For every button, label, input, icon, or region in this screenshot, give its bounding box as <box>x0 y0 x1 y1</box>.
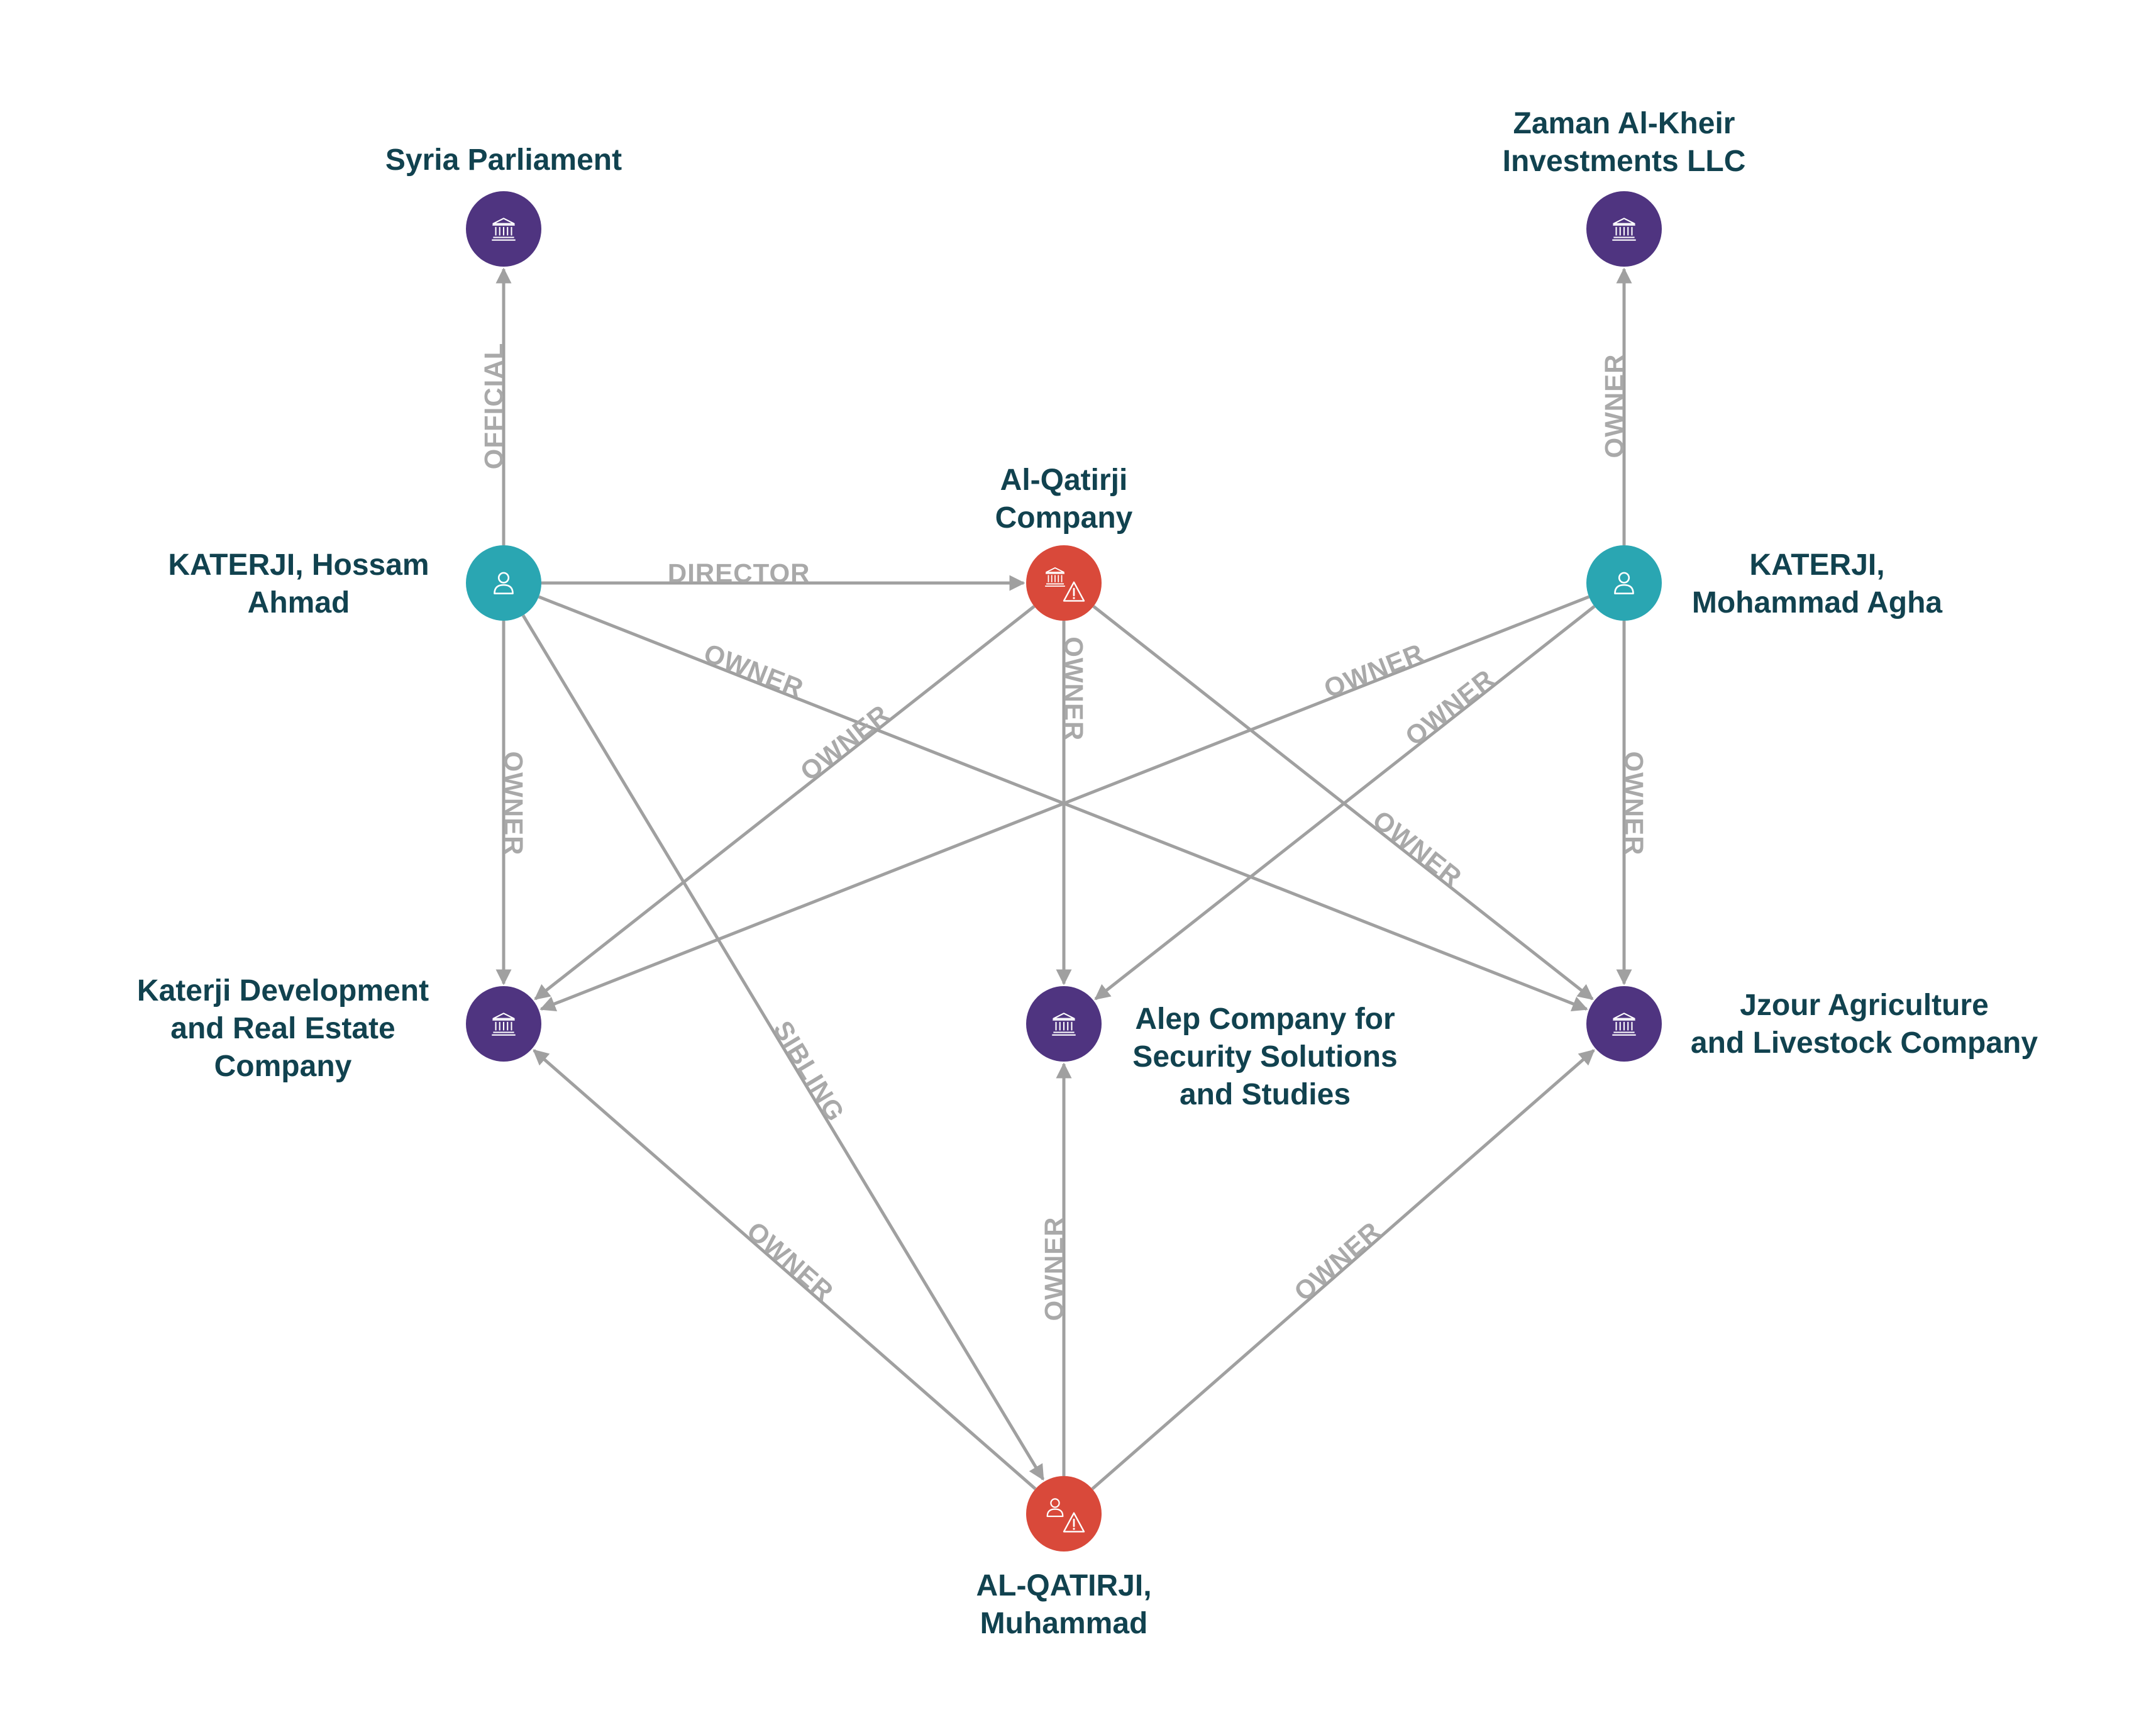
edge-label-owner: OWNER <box>1600 354 1629 458</box>
edge-label-director: DIRECTOR <box>668 558 810 588</box>
edge-hossam-katerji-to-muhammad-al-qatirji <box>521 614 1045 1481</box>
edge-label-owner: OWNER <box>499 752 529 856</box>
node-label-line: and Livestock Company <box>1691 1026 2038 1060</box>
edges-layer <box>495 267 1632 1491</box>
edge-label-owner: OWNER <box>1039 1217 1069 1321</box>
node-label-line: Jzour Agriculture <box>1740 989 1989 1022</box>
node-circle[interactable] <box>1026 1476 1102 1552</box>
node-label-line: Investments LLC <box>1503 145 1746 178</box>
edge-label-sibling: SIBLING <box>768 1016 851 1126</box>
edge-label-official: OFFICIAL <box>479 343 509 470</box>
node-label-line: Zaman Al-Kheir <box>1513 107 1735 140</box>
node-circle[interactable] <box>1026 545 1102 621</box>
edge-label-owner: OWNER <box>1620 752 1649 856</box>
node-label-line: Company <box>995 501 1133 535</box>
node-label-line: Muhammad <box>980 1607 1148 1640</box>
edge-label-owner: OWNER <box>1320 638 1428 704</box>
edge-label-owner: OWNER <box>741 1216 839 1307</box>
node-label-line: Company <box>214 1050 352 1083</box>
node-label-line: Alep Company for <box>1135 1002 1395 1036</box>
node-mohammad-katerji[interactable]: KATERJI, Mohammad Agha <box>1586 545 1942 621</box>
node-katerji-development[interactable]: Katerji Development and Real EstateCompan… <box>137 974 541 1083</box>
edge-label-owner: OWNER <box>700 638 808 704</box>
node-label-line: Security Solutions <box>1132 1040 1397 1074</box>
node-syria-parliament[interactable]: Syria Parliament <box>385 143 622 267</box>
edge-muhammad-al-qatirji-to-jzour-agriculture <box>1091 1049 1595 1491</box>
node-label-line: Ahmad <box>248 586 350 619</box>
node-label-line: and Real Estate <box>170 1012 395 1045</box>
node-label-line: and Studies <box>1180 1078 1351 1111</box>
node-label-line: Syria Parliament <box>385 143 622 177</box>
edge-mohammad-katerji-to-katerji-development <box>539 595 1590 1011</box>
node-muhammad-al-qatirji[interactable]: AL-QATIRJI, Muhammad <box>976 1476 1152 1640</box>
node-label-line: Mohammad Agha <box>1692 586 1943 619</box>
node-label-line: Al-Qatirji <box>1000 464 1128 497</box>
edge-label-owner: OWNER <box>795 699 895 787</box>
node-label-line: Katerji Development <box>137 974 429 1008</box>
edge-label-owner: OWNER <box>1059 636 1089 741</box>
edge-label-owner: OWNER <box>1288 1216 1386 1307</box>
nodes-layer: Syria Parliament Zaman Al-KheirInvestment… <box>137 107 2038 1640</box>
edge-label-owner: OWNER <box>1400 663 1500 752</box>
edge-label-owner: OWNER <box>1368 804 1468 892</box>
edge-al-qatirji-company-to-katerji-development <box>534 605 1036 1001</box>
node-label-line: AL-QATIRJI, <box>976 1569 1151 1602</box>
edge-muhammad-al-qatirji-to-katerji-development <box>533 1049 1037 1491</box>
edge-mohammad-katerji-to-alep-company <box>1094 605 1596 1001</box>
node-label-line: KATERJI, Hossam <box>168 548 429 582</box>
node-label-line: KATERJI, <box>1749 548 1884 582</box>
node-jzour-agriculture[interactable]: Jzour Agriculture and Livestock Company <box>1586 986 2038 1062</box>
